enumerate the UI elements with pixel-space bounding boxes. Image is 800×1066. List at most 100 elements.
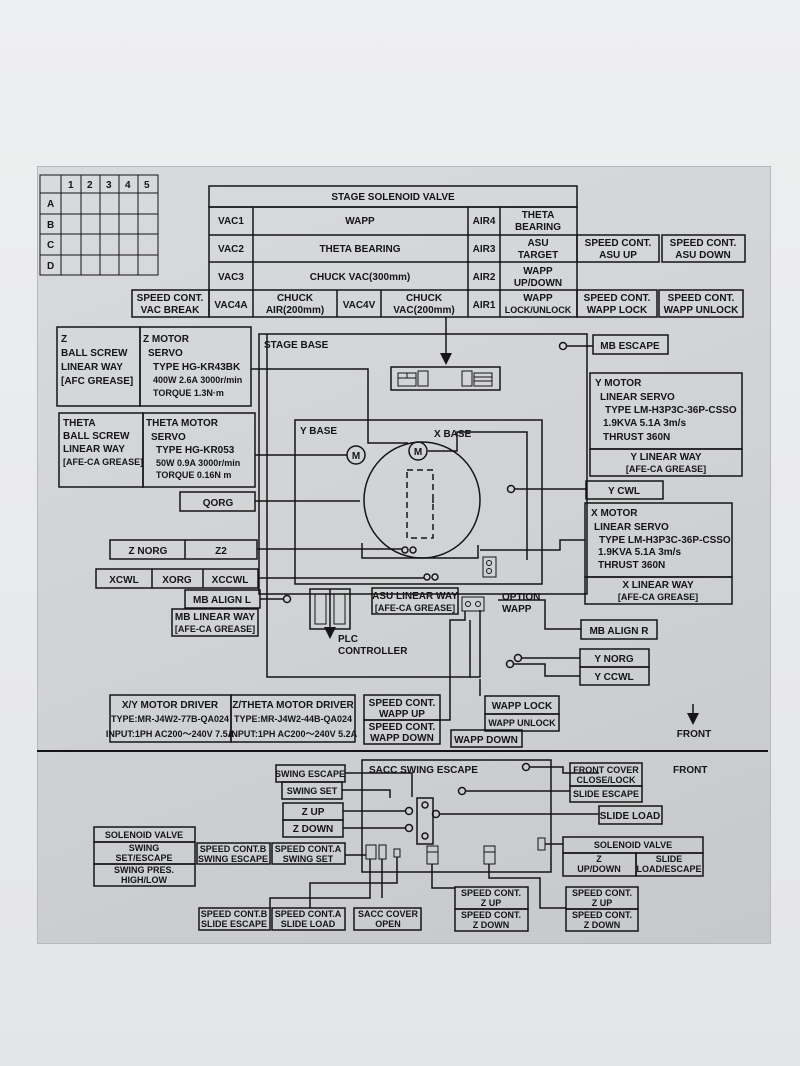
- theta-motor-torque: TORQUE 0.16N m: [156, 470, 231, 480]
- wapp-lock-label: WAPP LOCK: [492, 701, 553, 712]
- drivers-block: X/Y MOTOR DRIVER TYPE:MR-J4W2-77B-QA024 …: [106, 334, 560, 748]
- xorg-label: XORG: [162, 575, 192, 586]
- y-ccwl-label: Y CCWL: [594, 672, 633, 683]
- sc-a-swing-line2: SWING SET: [283, 854, 334, 864]
- theta-bearing-label: THETA BEARING: [319, 244, 400, 255]
- zup2-line1: SPEED CONT.: [572, 888, 632, 898]
- chuck-air-line1: CHUCK: [277, 293, 314, 304]
- air2-label: AIR2: [473, 272, 496, 283]
- wapp-up-line1: SPEED CONT.: [369, 698, 436, 709]
- wapp-down-line1: SPEED CONT.: [369, 722, 436, 733]
- theta-motor-type: TYPE HG-KR053: [156, 445, 235, 456]
- speed-cont-asu-up: SPEED CONT. ASU UP: [576, 234, 660, 263]
- z-label: Z: [61, 334, 67, 345]
- asu-linear-box: ASU LINEAR WAY [AFE-CA GREASE]: [371, 587, 459, 615]
- swing-escape-label: SWING ESCAPE: [275, 769, 345, 779]
- z-motor-torque: TORQUE 1.3N·m: [153, 388, 224, 398]
- z-motor-type: TYPE HG-KR43BK: [153, 362, 241, 373]
- asu-up-line1: SPEED CONT.: [585, 238, 652, 249]
- air4-label: AIR4: [473, 216, 496, 227]
- stage-base-label: STAGE BASE: [264, 340, 329, 351]
- front-cover-line1: FRONT COVER: [573, 765, 639, 775]
- sv-right-slide: SLIDE: [656, 854, 683, 864]
- wapp-lock-sc-line2: WAPP LOCK: [587, 305, 648, 316]
- y-motor-rating: 1.9KVA 5.1A 3m/s: [603, 418, 686, 429]
- x-limit-box: XCWL XORG XCCWL: [95, 568, 424, 589]
- z-norg-label: Z NORG: [129, 546, 168, 557]
- reference-grid: 1 2 3 4 5 A B C D: [39, 174, 159, 276]
- front-label-lower: FRONT: [673, 765, 707, 776]
- x-motor-thrust: THRUST 360N: [598, 560, 665, 571]
- y-linear-way: Y LINEAR WAY: [630, 452, 701, 463]
- speed-cont-wapp-lock: SPEED CONT. WAPP LOCK: [576, 289, 658, 318]
- x-motor-type: TYPE LM-H3P3C-36P-CSSO: [599, 535, 731, 546]
- plc-line1: PLC: [338, 634, 358, 645]
- z-up-label: Z UP: [302, 807, 325, 818]
- sacc-cover-line1: SACC COVER: [358, 909, 419, 919]
- theta-axis-box: THETA BALL SCREW LINEAR WAY [AFE-CA GREA…: [58, 412, 256, 488]
- bottom-speed-conts: SPEED CONT.B SLIDE ESCAPE SPEED CONT.A S…: [198, 857, 639, 932]
- theta-motor-title: THETA MOTOR: [146, 418, 219, 429]
- zdown1-line2: Z DOWN: [473, 920, 510, 930]
- sca-slide-line1: SPEED CONT.A: [275, 909, 342, 919]
- y-norg-label: Y NORG: [594, 654, 633, 665]
- sacc-cover-line2: OPEN: [375, 919, 401, 929]
- x-motor-box: X MOTOR LINEAR SERVO TYPE LM-H3P3C-36P-C…: [480, 502, 733, 605]
- y-base-label: Y BASE: [300, 426, 337, 437]
- front-cover-line2: CLOSE/LOCK: [576, 775, 636, 785]
- wapp-down-label: WAPP DOWN: [454, 735, 518, 746]
- wapp-unlock-label: WAPP UNLOCK: [488, 718, 556, 728]
- mb-align-r-label: MB ALIGN R: [589, 626, 649, 637]
- zup1-line2: Z UP: [481, 898, 502, 908]
- y-cwl-box: Y CWL: [506, 480, 664, 500]
- asu-down-line1: SPEED CONT.: [670, 238, 737, 249]
- zdown2-line2: Z DOWN: [584, 920, 621, 930]
- zup2-line2: Z UP: [592, 898, 613, 908]
- mb-align-r-box: MB ALIGN R: [498, 599, 658, 640]
- theta-label: THETA: [63, 418, 96, 429]
- sv-right-loadescape: LOAD/ESCAPE: [636, 864, 701, 874]
- chuck-vac200-line1: CHUCK: [406, 293, 443, 304]
- z-motor-title: Z MOTOR: [143, 334, 190, 345]
- asu-target-line1: ASU: [527, 238, 548, 249]
- zdown2-line1: SPEED CONT.: [572, 910, 632, 920]
- slide-load-label: SLIDE LOAD: [600, 811, 661, 822]
- xccwl-label: XCCWL: [212, 575, 249, 586]
- asu-linear-line2: [AFE-CA GREASE]: [375, 603, 455, 613]
- chuck-vac200-line2: VAC(200mm): [393, 305, 455, 316]
- scb-slide-line1: SPEED CONT.B: [201, 909, 268, 919]
- speed-cont-wapp-unlock: SPEED CONT. WAPP UNLOCK: [658, 289, 744, 318]
- grid-col-2: 2: [87, 180, 93, 191]
- chuck-air-line2: AIR(200mm): [266, 305, 324, 316]
- sc-a-swing-line1: SPEED CONT.A: [275, 844, 342, 854]
- air1-label: AIR1: [473, 300, 496, 311]
- wapp-unlock-sc-line2: WAPP UNLOCK: [664, 305, 740, 316]
- solenoid-valve-right: SOLENOID VALVE Z UP/DOWN SLIDE LOAD/ESCA…: [562, 836, 704, 877]
- plc-line2: CONTROLLER: [338, 646, 408, 657]
- x-motor-servo: LINEAR SERVO: [594, 522, 669, 533]
- theta-bearing-line2: BEARING: [515, 222, 561, 233]
- scb-slide-line2: SLIDE ESCAPE: [201, 919, 267, 929]
- z-motor-rating: 400W 2.6A 3000r/min: [153, 375, 242, 385]
- x-linear-way: X LINEAR WAY: [622, 580, 694, 591]
- swing-set-label: SWING SET: [287, 786, 338, 796]
- sv-left-swing: SWING: [129, 843, 160, 853]
- front-label: FRONT: [677, 729, 711, 740]
- sv-right-updown: UP/DOWN: [577, 864, 621, 874]
- grid-col-1: 1: [68, 180, 74, 191]
- z2-label: Z2: [215, 546, 227, 557]
- sca-slide-line2: SLIDE LOAD: [281, 919, 336, 929]
- wapp-lock-sc-line1: SPEED CONT.: [584, 293, 651, 304]
- mb-align-l-box: MB ALIGN L MB LINEAR WAY [AFE-CA GREASE]: [171, 589, 292, 637]
- theta-ball-screw: BALL SCREW: [63, 431, 130, 442]
- xy-driver-title: X/Y MOTOR DRIVER: [122, 700, 219, 711]
- sv-right-title: SOLENOID VALVE: [594, 840, 672, 850]
- mb-linear-line1: MB LINEAR WAY: [175, 612, 256, 623]
- y-motor-m: M: [352, 451, 360, 462]
- chuck-vac-label: CHUCK VAC(300mm): [310, 272, 410, 283]
- sv-left-highlow: HIGH/LOW: [121, 875, 167, 885]
- wapp-unlock-sc-line1: SPEED CONT.: [668, 293, 735, 304]
- z-motor-servo: SERVO: [148, 348, 183, 359]
- mb-linear-line2: [AFE-CA GREASE]: [175, 624, 255, 634]
